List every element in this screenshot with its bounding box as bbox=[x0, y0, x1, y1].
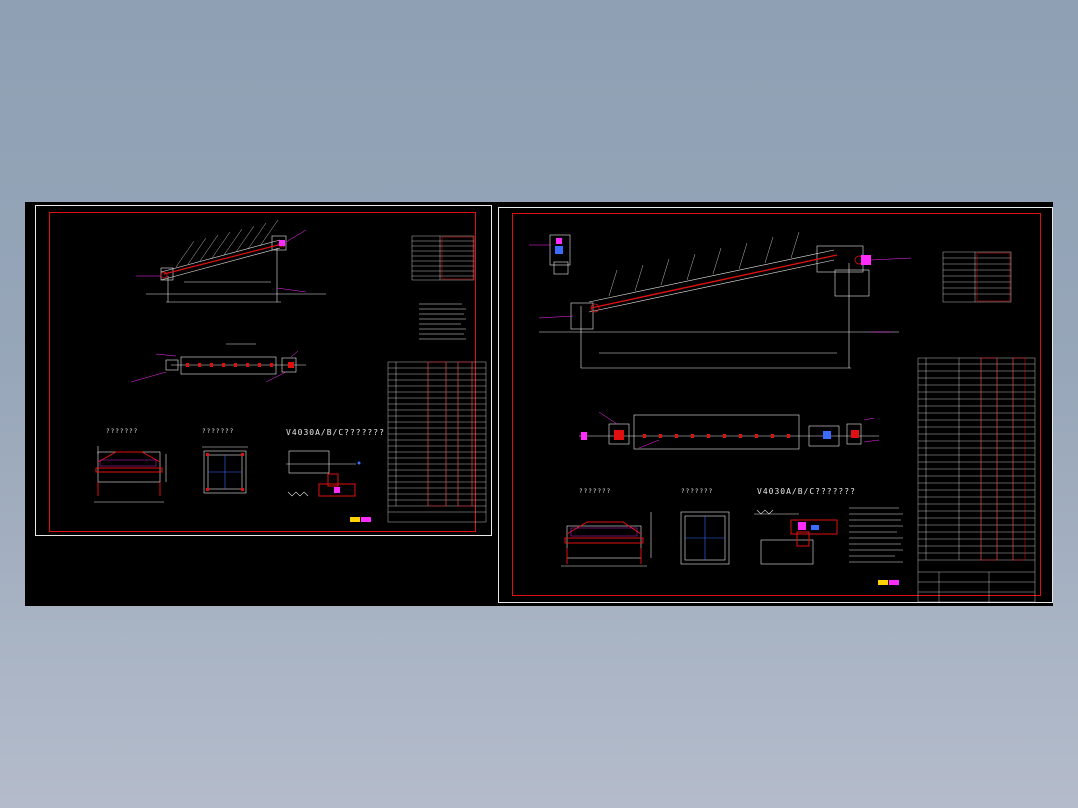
drawing-sheet-left[interactable]: ??????? ??????? V4030A/B/C??????? bbox=[35, 205, 492, 536]
sheet-border-frame bbox=[512, 213, 1041, 596]
model-label: V4030A/B/C??????? bbox=[286, 428, 385, 437]
section-title-b: ??????? bbox=[202, 428, 235, 435]
conveyor-drawing-right bbox=[529, 231, 1036, 603]
section-title-a: ??????? bbox=[579, 488, 612, 495]
section-title-b: ??????? bbox=[681, 488, 714, 495]
cad-drawing-canvas[interactable]: ??????? ??????? V4030A/B/C??????? bbox=[25, 202, 1053, 606]
model-label: V4030A/B/C??????? bbox=[757, 487, 856, 496]
drawing-sheet-right[interactable]: ??????? ??????? V4030A/B/C??????? bbox=[498, 207, 1053, 603]
conveyor-drawing-left bbox=[94, 219, 487, 523]
section-title-a: ??????? bbox=[106, 428, 139, 435]
sheet-border-frame bbox=[49, 212, 476, 532]
